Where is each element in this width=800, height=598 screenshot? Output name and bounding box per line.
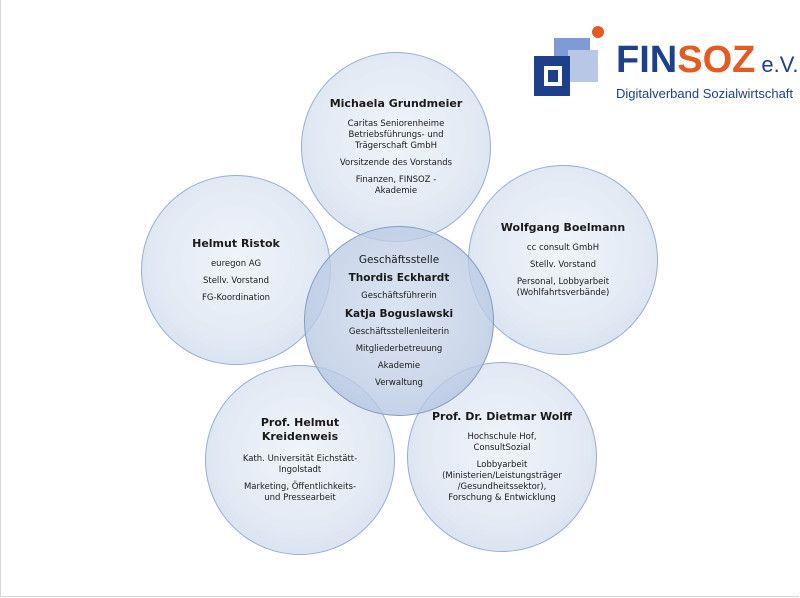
member-area-line: (Ministerien/Leistungsträger [442,471,562,481]
member-name-line: Prof. Helmut [260,416,340,429]
office-person-name: Katja Boguslawski [344,307,454,320]
finsoz-logo-mark-icon [534,26,604,96]
member-name-line: Kreidenweis [261,430,339,443]
member-area-line: (Wohlfahrtsverbände) [516,288,610,298]
office-person-name: Thordis Eckhardt [348,271,450,284]
logo-soz: SOZ [677,39,756,81]
member-area-line: Lobbyarbeit [476,460,528,470]
member-role: Stellv. Vorstand [529,260,597,270]
member-org-line: Trägerschaft GmbH [355,141,437,151]
member-org-line: Kath. Universität Eichstätt- [242,454,358,464]
member-name: Prof. Helmut Kreidenweis [261,416,339,444]
member-role: Vorsitzende des Vorstands [339,158,453,168]
member-area-line: und Pressearbeit [264,493,336,503]
member-circle-right: Wolfgang Boelmann cc consult GmbH Stellv… [468,165,658,355]
member-name: Michaela Grundmeier [329,97,463,110]
member-name: Helmut Ristok [192,236,280,250]
logo-ev: e.V. [761,52,799,77]
member-circle-left: Helmut Ristok euregon AG Stellv. Vorstan… [141,175,331,365]
office-person-line: Akademie [377,360,421,371]
member-area: FG-Koordination [201,292,271,303]
member-name: Prof. Dr. Dietmar Wolff [432,410,572,423]
member-org: euregon AG [210,258,262,269]
member-name: Wolfgang Boelmann [500,221,626,234]
member-area-line: Finanzen, FINSOZ - [355,175,437,185]
office-circle-center: Geschäftsstelle Thordis Eckhardt Geschäf… [304,226,494,416]
member-org-line: Caritas Seniorenheime [347,119,445,129]
member-area-line: /Gesundheitssektor), [457,482,547,492]
member-circle-top: Michaela Grundmeier Caritas Seniorenheim… [301,52,491,242]
member-area-line: Akademie [374,186,418,196]
office-person-line: Verwaltung [375,377,423,388]
member-area-line: Forschung & Entwicklung [448,493,556,503]
member-area-line: Personal, Lobbyarbeit [516,277,610,287]
member-org-line: ConsultSozial [473,443,531,453]
member-org: cc consult GmbH [526,243,600,253]
member-org-line: Hochschule Hof, [467,432,537,442]
office-person-line: Geschäftsstellenleiterin [348,326,450,337]
office-person-role: Geschäftsführerin [361,290,437,301]
member-org-line: Betriebsführungs- und [348,130,444,140]
office-person-line: Mitgliederbetreuung [355,343,443,354]
member-area-line: Marketing, Öffentlichkeits- [243,482,357,492]
member-circle-bottom-left: Prof. Helmut Kreidenweis Kath. Universit… [205,365,395,555]
logo-fin: FIN [616,39,678,81]
logo-subtitle: Digitalverband Sozialwirtschaft [616,86,794,101]
office-title: Geschäftsstelle [358,253,440,266]
member-org-line: Ingolstadt [278,465,322,475]
member-role: Stellv. Vorstand [202,275,270,286]
